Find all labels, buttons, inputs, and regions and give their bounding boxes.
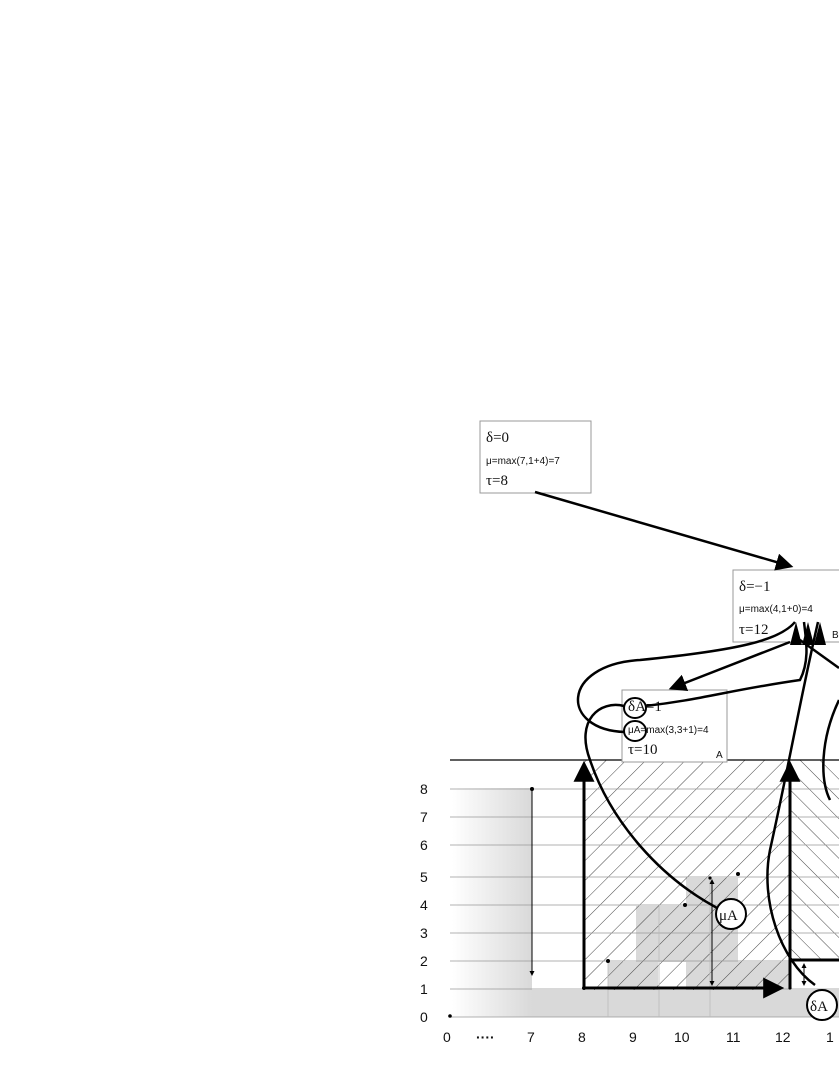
x-axis-labels: 0 ···· 7 8 9 10 11 12 1 (443, 1029, 834, 1045)
y-tick-label: 4 (420, 897, 428, 913)
box-top-frame (479, 420, 592, 494)
box-top-mu: μ=max(7,1+4)=7 (486, 456, 560, 467)
data-points (448, 787, 792, 1018)
y-tick-label: 3 (420, 925, 428, 941)
y-tick-label: 7 (420, 809, 428, 825)
y-tick-label: 5 (420, 869, 428, 885)
curve-right-edge (822, 699, 839, 801)
arrow-b-to-a (668, 640, 791, 692)
x-tick-ellipsis: ···· (476, 1029, 495, 1045)
box-top-tau: τ=8 (486, 473, 508, 489)
y-axis-labels: 0 1 2 3 4 5 6 7 8 (420, 781, 428, 1025)
mu-circle-chart: μA (715, 898, 747, 930)
box-b-mu: μ=max(4,1+0)=4 (739, 604, 813, 615)
x-tick-label: 7 (527, 1029, 535, 1045)
x-tick-label: 11 (726, 1029, 741, 1045)
bar-level-1 (532, 990, 839, 1017)
x-tick-label: 8 (578, 1029, 586, 1045)
box-top-delta: δ=0 (486, 430, 509, 446)
curve-chart-delta (766, 621, 820, 987)
arrow-top-to-b (534, 490, 794, 571)
y-tick-label: 1 (420, 981, 428, 997)
hatched-region-right (790, 760, 839, 960)
box-b-corner: B (832, 630, 839, 641)
x-tick-label: 9 (629, 1029, 637, 1045)
box-a-mu: μA=max(3,3+1)=4 (628, 725, 709, 736)
delta-circle-chart: δA (806, 989, 838, 1021)
x-tick-label: 0 (443, 1029, 451, 1045)
box-a-delta: δA=1 (628, 699, 662, 715)
box-b-delta: δ=−1 (739, 579, 771, 595)
y-tick-label: 2 (420, 953, 428, 969)
hatched-region-left (584, 760, 790, 990)
x-tick-label: 10 (674, 1029, 690, 1045)
box-b-tau: τ=12 (739, 622, 769, 638)
x-tick-label: 12 (775, 1029, 791, 1045)
arrowhead-cluster (790, 622, 826, 645)
connectors (534, 490, 839, 987)
y-tick-label: 8 (420, 781, 428, 797)
curve-chart-mu (584, 703, 726, 914)
delta-circle-label: δA (810, 999, 828, 1015)
y-tick-label: 0 (420, 1009, 428, 1025)
fade-region (452, 788, 532, 1017)
box-a-tau: τ=10 (628, 742, 658, 758)
box-a-corner: A (716, 750, 723, 761)
mu-circle-frame (715, 898, 747, 930)
box-a-delta-circle (623, 697, 647, 719)
curve-mu-to-b (576, 621, 796, 734)
delta-circle-frame (806, 989, 838, 1021)
box-top: δ=0 μ=max(7,1+4)=7 τ=8 (479, 420, 592, 494)
x-tick-label: 1 (826, 1029, 834, 1045)
y-tick-label: 6 (420, 837, 428, 853)
mu-circle-label: μA (719, 908, 738, 924)
chart: 0 1 2 3 4 5 6 7 8 0 ···· 7 8 9 10 11 12 … (420, 759, 839, 1045)
